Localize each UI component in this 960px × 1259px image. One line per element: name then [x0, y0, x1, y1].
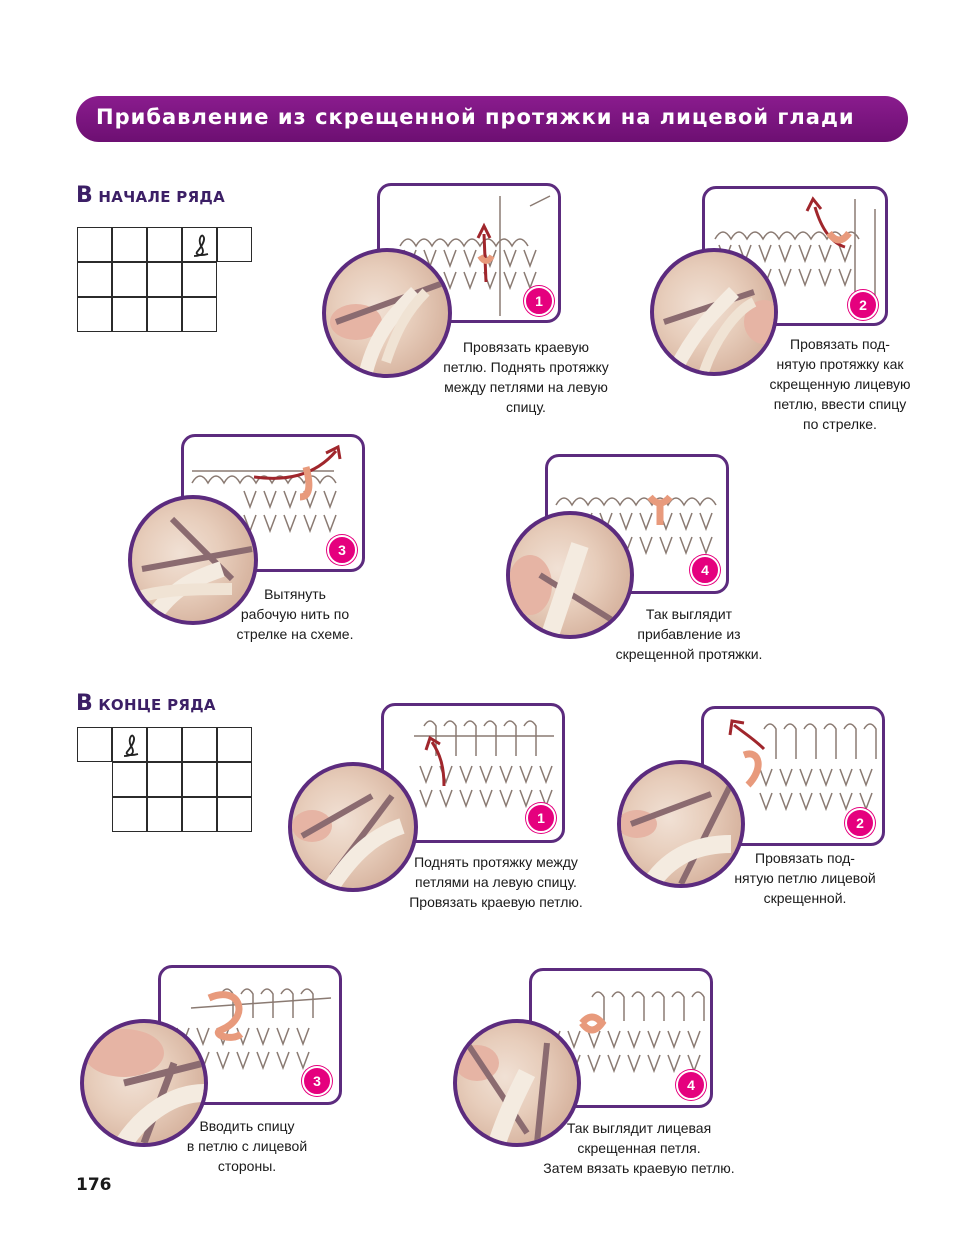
step-number-badge: 4	[676, 1070, 706, 1100]
step-photo	[506, 511, 634, 639]
step-photo	[617, 760, 745, 888]
crossed-loop-symbol-icon	[193, 234, 209, 257]
chart-cell	[112, 727, 147, 762]
step-number-badge: 4	[690, 555, 720, 585]
chart-cell	[147, 762, 182, 797]
section-heading-end-rest: КОНЦЕ РЯДА	[98, 696, 216, 714]
chart-cell	[182, 262, 217, 297]
chart-cell	[147, 227, 182, 262]
chart-cell	[77, 227, 112, 262]
step-photo	[453, 1019, 581, 1147]
step-number-badge: 2	[848, 290, 878, 320]
section-heading-end-initial: В	[76, 691, 93, 716]
knitting-needles-photo	[510, 542, 622, 635]
section-heading-start: В НАЧАЛЕ РЯДА	[76, 183, 225, 208]
chart-cell	[217, 797, 252, 832]
knitting-needles-photo	[330, 279, 448, 374]
chart-cell	[217, 762, 252, 797]
knitting-needles-photo	[457, 1041, 550, 1143]
chart-start-of-row	[77, 227, 253, 333]
chart-cell	[182, 227, 217, 262]
step-photo	[128, 495, 258, 625]
chart-cell	[182, 297, 217, 332]
stitch-diagram-illustration	[728, 719, 877, 812]
chart-cell	[217, 227, 252, 262]
stitch-diagram-illustration	[414, 720, 554, 809]
chart-cell	[112, 797, 147, 832]
title-banner: Прибавление из скрещенной протяжки на ли…	[76, 96, 908, 142]
chart-cell	[147, 297, 182, 332]
step-caption: Провязать под- нятую петлю лицевой скрещ…	[734, 850, 876, 906]
knitting-needles-photo	[621, 782, 734, 884]
chart-cell	[147, 727, 182, 762]
knitting-needles-photo	[292, 793, 405, 888]
chart-cell	[112, 227, 147, 262]
chart-cell	[112, 762, 147, 797]
section-heading-end: В КОНЦЕ РЯДА	[76, 691, 216, 716]
crossed-loop-symbol-icon	[123, 734, 139, 757]
chart-cell	[182, 797, 217, 832]
chart-cell	[217, 727, 252, 762]
chart-end-of-row	[77, 727, 253, 833]
step-caption: Вытянуть рабочую нить по стрелке на схем…	[236, 586, 354, 642]
chart-cell	[112, 262, 147, 297]
section-heading-start-initial: В	[76, 183, 93, 208]
step-number-badge: 1	[526, 803, 556, 833]
chart-cell	[77, 727, 112, 762]
chart-cell	[147, 797, 182, 832]
stitch-diagram-illustration	[191, 444, 342, 534]
step-photo	[288, 762, 418, 892]
step-number-badge: 2	[845, 808, 875, 838]
chart-cell	[182, 727, 217, 762]
step-photo	[80, 1019, 208, 1147]
step-caption: Так выглядит лицевая скрещенная петля. З…	[543, 1120, 735, 1176]
step-caption: Так выглядит прибавление из скрещенной п…	[615, 606, 763, 662]
chart-cell	[77, 262, 112, 297]
chart-cell	[182, 762, 217, 797]
knitting-needles-photo	[663, 287, 774, 372]
section-heading-start-rest: НАЧАЛЕ РЯДА	[98, 188, 225, 206]
step-caption: Провязать краевую петлю. Поднять протяжк…	[443, 339, 609, 415]
step-caption: Поднять протяжку между петлями на левую …	[409, 854, 583, 910]
step-photo	[650, 248, 778, 376]
step-number-badge: 3	[302, 1066, 332, 1096]
page-number: 176	[76, 1175, 112, 1195]
page-title: Прибавление из скрещенной протяжки на ли…	[96, 105, 855, 129]
step-photo	[322, 248, 452, 378]
chart-cell	[112, 297, 147, 332]
step-caption: Провязать под- нятую протяжку как скреще…	[769, 336, 911, 432]
chart-cell	[77, 297, 112, 332]
step-number-badge: 1	[524, 286, 554, 316]
step-caption: Вводить спицу в петлю с лицевой стороны.	[186, 1118, 308, 1174]
chart-cell	[147, 262, 182, 297]
step-number-badge: 3	[327, 535, 357, 565]
knitting-needles-photo	[132, 516, 253, 621]
knitting-needles-photo	[84, 1029, 204, 1143]
